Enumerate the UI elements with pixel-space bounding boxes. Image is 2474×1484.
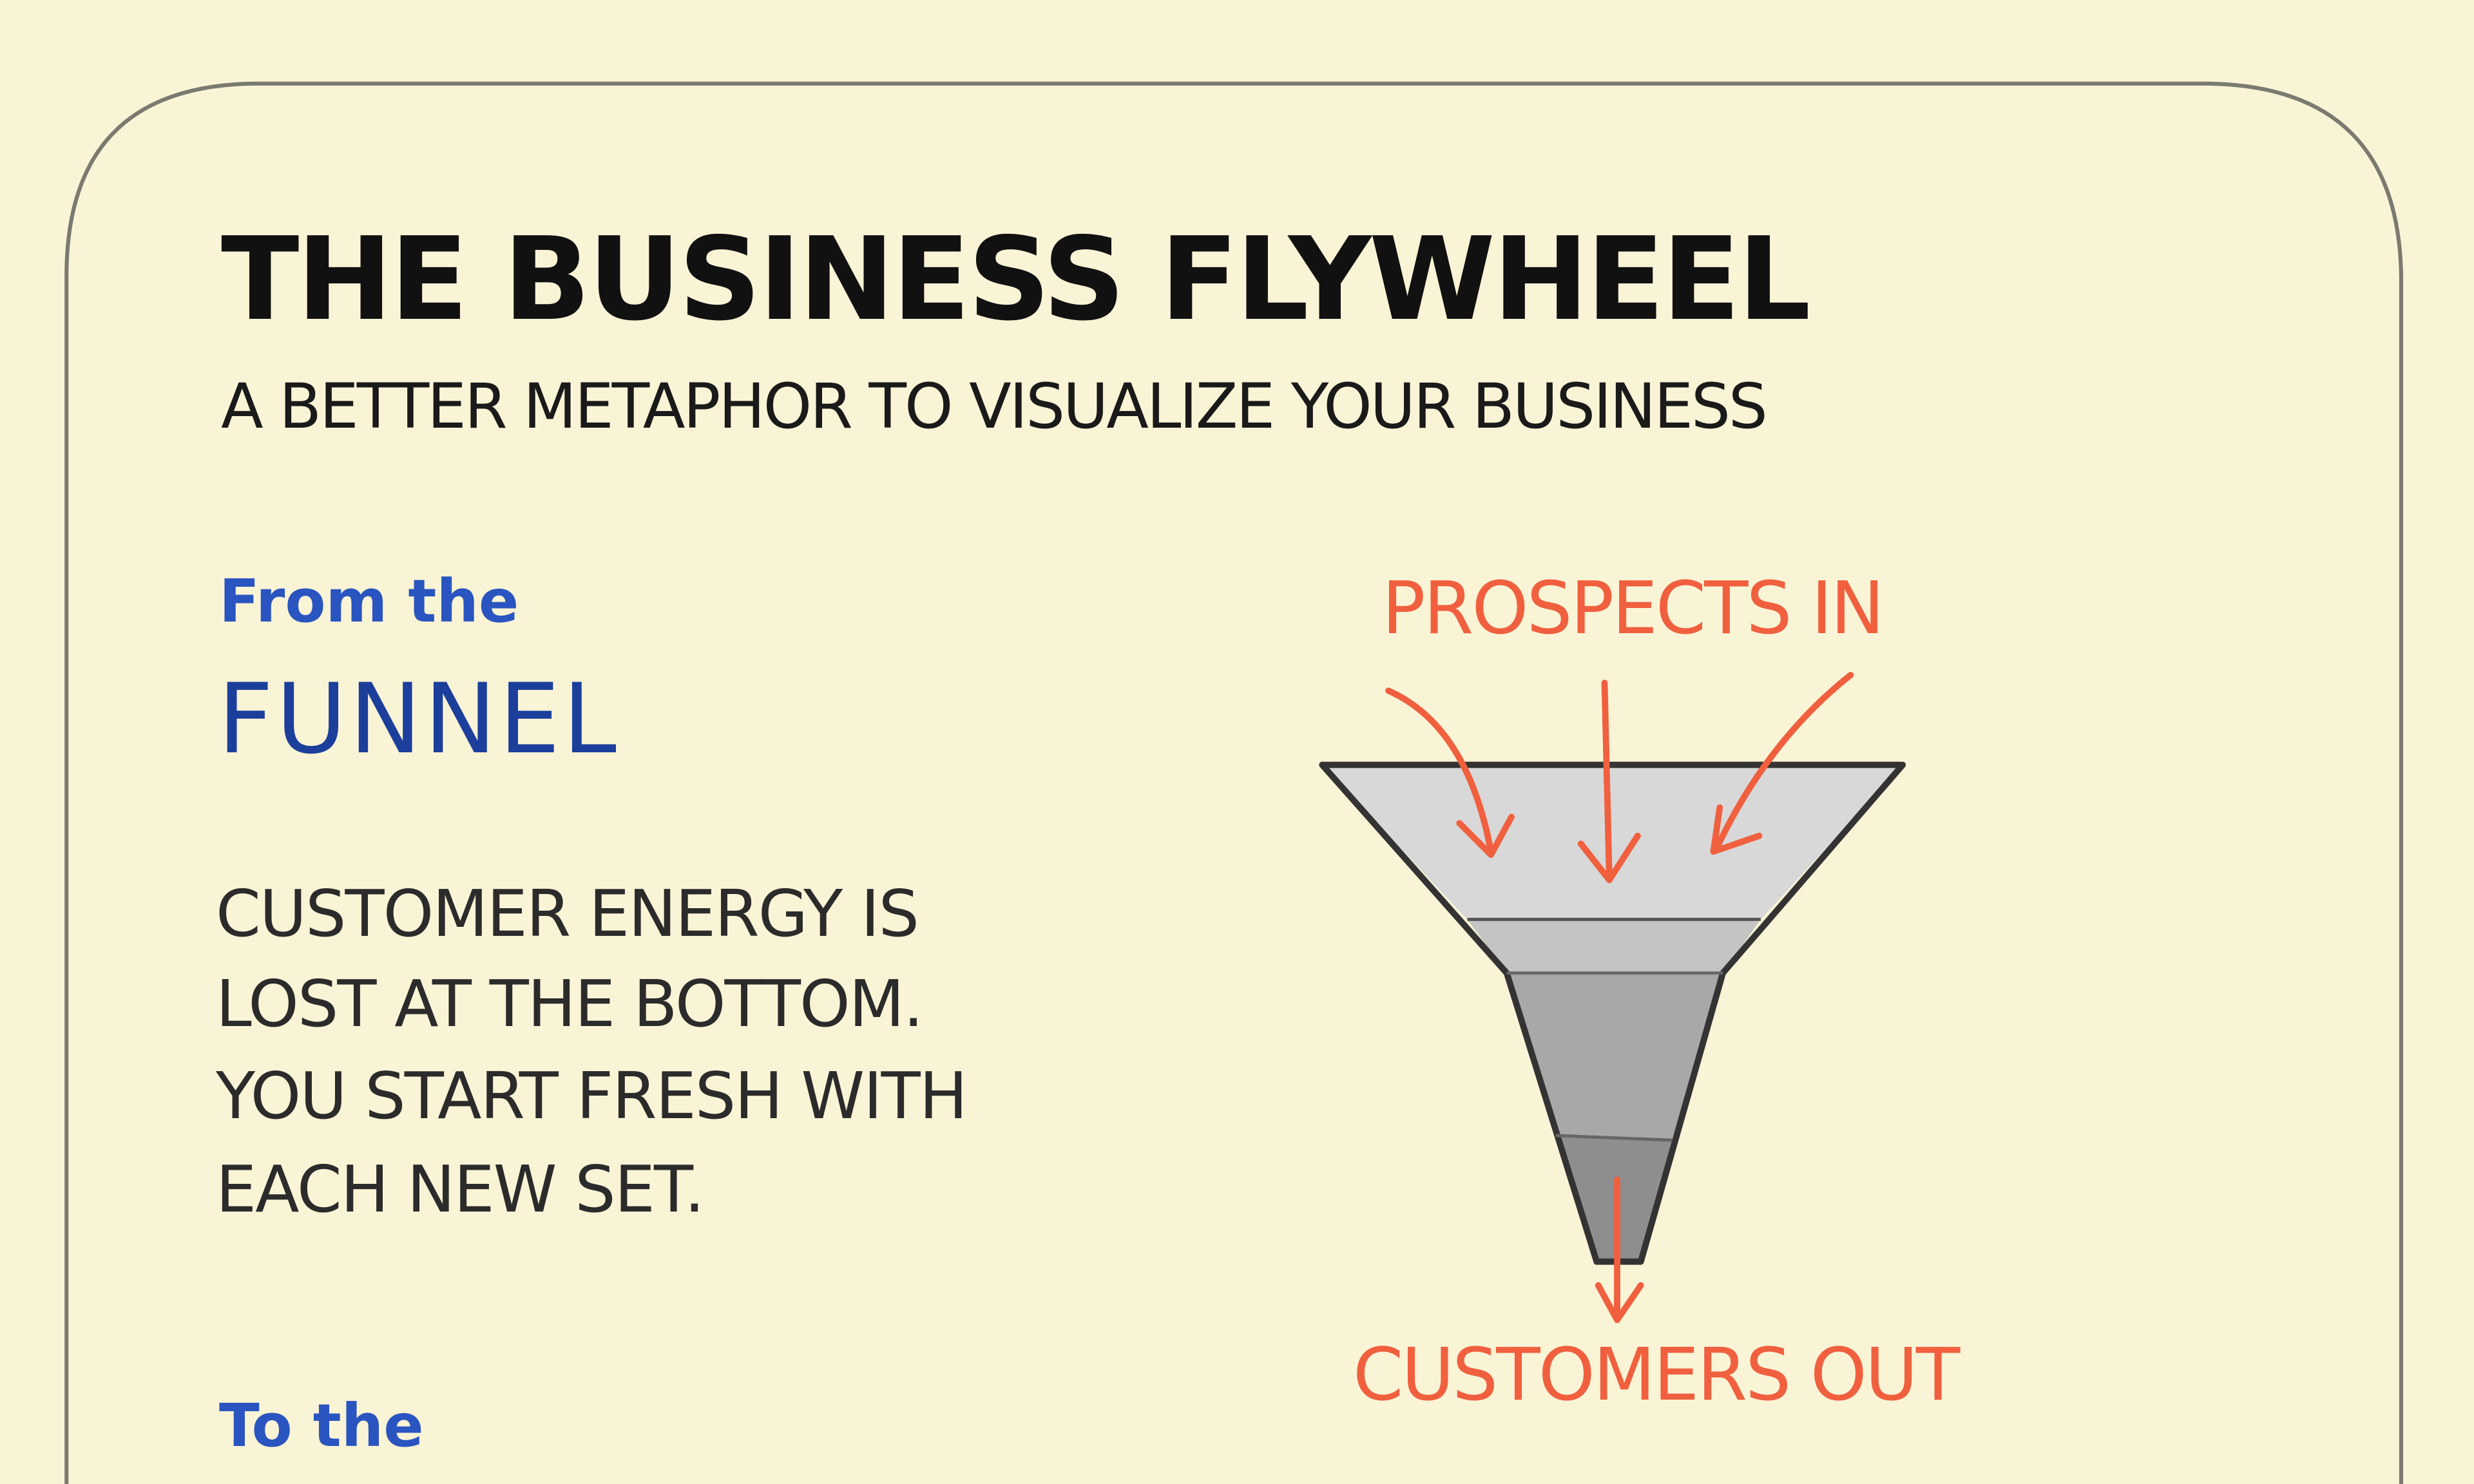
page-title: THE BUSINESS FLYWHEEL xyxy=(221,213,1811,346)
funnel-body-line: EACH NEW SET. xyxy=(216,1152,705,1227)
funnel-intro: From the xyxy=(219,567,519,636)
funnel-band-4 xyxy=(1555,1135,1673,1262)
funnel-heading: FUNNEL xyxy=(218,663,619,775)
funnel-body-line: LOST AT THE BOTTOM. xyxy=(216,966,924,1042)
arrow-in-left-icon xyxy=(1385,687,1515,858)
prospects-in-label: PROSPECTS IN xyxy=(1382,567,1884,651)
page-subtitle: A BETTER METAPHOR TO VISUALIZE YOUR BUSI… xyxy=(221,370,1768,442)
arrow-in-center-icon xyxy=(1577,680,1641,884)
funnel-body-line: CUSTOMER ENERGY IS xyxy=(216,876,919,951)
customers-out-label: CUSTOMERS OUT xyxy=(1353,1333,1960,1417)
arrow-out-icon xyxy=(1595,1176,1644,1324)
funnel-body-line: YOU START FRESH WITH xyxy=(216,1058,968,1134)
arrow-in-right-icon xyxy=(1710,672,1854,855)
funnel-band-3 xyxy=(1506,973,1723,1139)
card-border xyxy=(64,81,2404,1484)
funnel-band-1 xyxy=(1322,765,1903,920)
funnel-band-2 xyxy=(1467,919,1761,973)
flywheel-intro: To the xyxy=(219,1391,424,1460)
